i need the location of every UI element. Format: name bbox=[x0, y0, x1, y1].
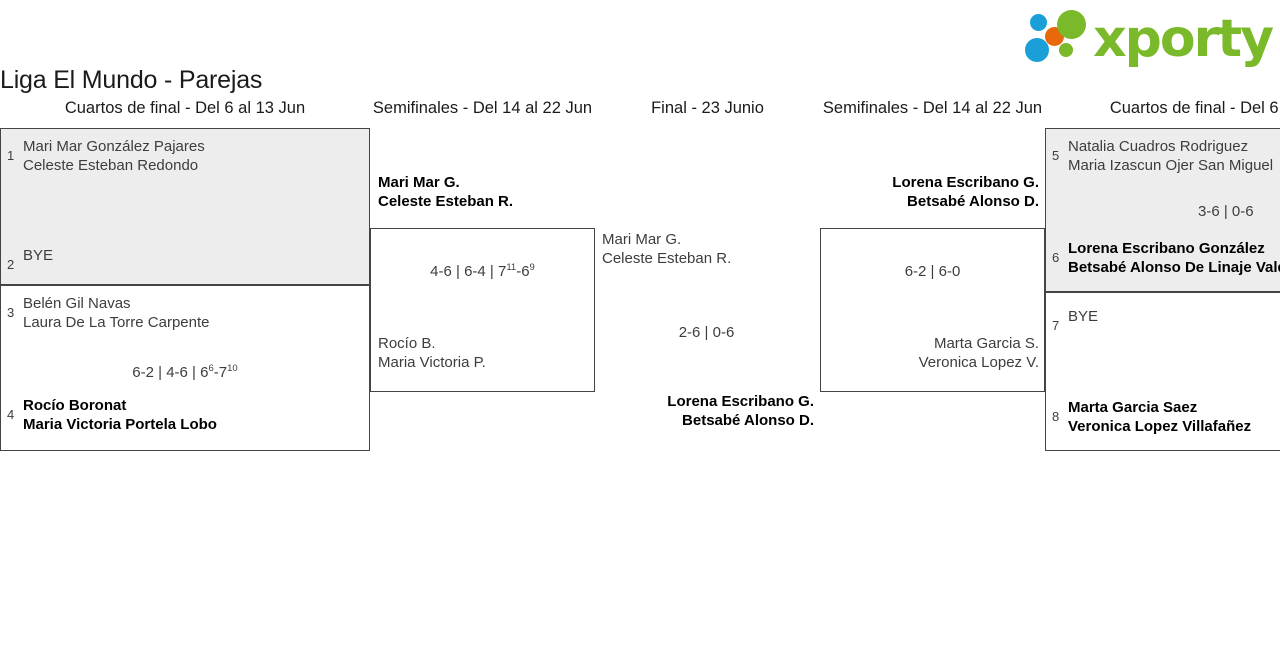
match-slot-top[interactable]: 3 Belén Gil Navas Laura De La Torre Carp… bbox=[7, 294, 357, 332]
team-names: Lorena Escribano G. Betsabé Alonso D. bbox=[892, 173, 1039, 211]
logo-wordmark: xporty bbox=[1093, 9, 1274, 69]
page-title-line-1: Liga El Mundo - Parejas bbox=[0, 66, 263, 94]
seed-number: 6 bbox=[1052, 250, 1060, 265]
match-slot-bottom[interactable]: Rocío B. Maria Victoria P. bbox=[378, 334, 588, 372]
player-name-1: BYE bbox=[1068, 308, 1099, 325]
round-header-quarterfinals-left: Cuartos de final - Del 6 al 13 Jun bbox=[64, 99, 306, 117]
match-quarterfinal-3[interactable]: 5 Natalia Cuadros Rodriguez Maria Izascu… bbox=[1045, 128, 1280, 292]
match-semifinal-2[interactable]: Lorena Escribano G. Betsabé Alonso D. 6-… bbox=[820, 174, 1045, 392]
match-score: 6-2 | 6-0 bbox=[904, 263, 961, 280]
match-quarterfinal-1[interactable]: 1 Mari Mar González Pajares Celeste Este… bbox=[0, 128, 370, 285]
seed-number: 5 bbox=[1052, 148, 1060, 163]
player-name-2: Celeste Esteban R. bbox=[602, 250, 732, 267]
player-name-2: Maria Victoria Portela Lobo bbox=[23, 416, 217, 433]
match-quarterfinal-4[interactable]: 7 BYE 8 Marta Garcia Saez Veronica Lopez… bbox=[1045, 292, 1280, 451]
player-name-2: Betsabé Alonso De Linaje Valdes bbox=[1068, 259, 1280, 276]
player-name-1: Marta Garcia S. bbox=[933, 335, 1039, 352]
match-slot-bottom[interactable]: 8 Marta Garcia Saez Veronica Lopez Villa… bbox=[1052, 398, 1280, 436]
player-name-1: Rocío Boronat bbox=[23, 397, 127, 414]
match-final[interactable]: Mari Mar G. Celeste Esteban R. 2-6 | 0-6… bbox=[595, 228, 820, 429]
match-slot-top[interactable]: 5 Natalia Cuadros Rodriguez Maria Izascu… bbox=[1052, 137, 1280, 175]
player-name-2: Maria Victoria P. bbox=[378, 354, 486, 371]
logo-dot-blue-large bbox=[1025, 38, 1050, 62]
match-slot-bottom[interactable]: 2 BYE bbox=[7, 246, 357, 274]
match-slot-bottom[interactable]: 4 Rocío Boronat Maria Victoria Portela L… bbox=[7, 396, 357, 434]
seed-number: 4 bbox=[7, 407, 15, 422]
player-name-2: Celeste Esteban Redondo bbox=[23, 157, 199, 174]
seed-number: 2 bbox=[7, 257, 15, 272]
team-names: Mari Mar González Pajares Celeste Esteba… bbox=[23, 137, 205, 175]
xporty-logo[interactable]: xporty bbox=[1023, 8, 1274, 70]
match-quarterfinal-2[interactable]: 3 Belén Gil Navas Laura De La Torre Carp… bbox=[0, 285, 370, 451]
logo-dot-green-large bbox=[1057, 10, 1087, 39]
logo-dots-icon bbox=[1023, 8, 1089, 70]
team-names: Rocío Boronat Maria Victoria Portela Lob… bbox=[23, 396, 217, 434]
player-name-2: Laura De La Torre Carpente bbox=[23, 314, 210, 331]
logo-dot-green-small bbox=[1059, 43, 1074, 57]
team-names: Rocío B. Maria Victoria P. bbox=[378, 334, 486, 372]
player-name-2: Veronica Lopez V. bbox=[918, 354, 1039, 371]
player-name-1: Lorena Escribano G. bbox=[892, 174, 1039, 191]
team-names: Marta Garcia Saez Veronica Lopez Villafa… bbox=[1068, 398, 1251, 436]
team-names: Lorena Escribano González Betsabé Alonso… bbox=[1068, 239, 1280, 277]
round-header-quarterfinals-right: Cuartos de final - Del 6 al 13 Jun bbox=[1109, 99, 1280, 117]
seed-number: 1 bbox=[7, 148, 15, 163]
match-slot-bottom[interactable]: Marta Garcia S. Veronica Lopez V. bbox=[821, 334, 1039, 372]
match-slot-top[interactable]: Lorena Escribano G. Betsabé Alonso D. bbox=[821, 173, 1039, 211]
player-name-2: Maria Izascun Ojer San Miguel bbox=[1068, 157, 1274, 174]
match-slot-top[interactable]: Mari Mar G. Celeste Esteban R. bbox=[602, 230, 812, 268]
match-slot-top[interactable]: Mari Mar G. Celeste Esteban R. bbox=[378, 173, 588, 211]
player-name-1: Natalia Cuadros Rodriguez bbox=[1068, 138, 1249, 155]
team-names: Belén Gil Navas Laura De La Torre Carpen… bbox=[23, 294, 210, 332]
seed-number: 3 bbox=[7, 305, 15, 320]
match-slot-top[interactable]: 1 Mari Mar González Pajares Celeste Este… bbox=[7, 137, 357, 175]
player-name-1: Mari Mar G. bbox=[378, 174, 460, 191]
round-header-semifinals-left: Semifinales - Del 14 al 22 Jun bbox=[372, 99, 593, 117]
team-names: Natalia Cuadros Rodriguez Maria Izascun … bbox=[1068, 137, 1273, 175]
player-name-1: Mari Mar González Pajares bbox=[23, 138, 205, 155]
match-slot-bottom[interactable]: 6 Lorena Escribano González Betsabé Alon… bbox=[1052, 239, 1280, 277]
seed-number: 8 bbox=[1052, 409, 1060, 424]
player-name-2: Betsabé Alonso D. bbox=[907, 193, 1039, 210]
player-name-2: Celeste Esteban R. bbox=[378, 193, 514, 210]
logo-dot-blue-small bbox=[1030, 14, 1048, 31]
match-slot-top[interactable]: 7 BYE bbox=[1052, 307, 1280, 335]
team-names: BYE bbox=[23, 246, 53, 265]
match-semifinal-1[interactable]: Mari Mar G. Celeste Esteban R. 4-6 | 6-4… bbox=[370, 174, 595, 392]
round-header-final: Final - 23 Junio bbox=[651, 99, 764, 117]
match-slot-bottom[interactable]: Lorena Escribano G. Betsabé Alonso D. bbox=[595, 392, 814, 430]
round-header-semifinals-right: Semifinales - Del 14 al 22 Jun bbox=[822, 99, 1043, 117]
seed-number: 7 bbox=[1052, 318, 1060, 333]
player-name-1: Rocío B. bbox=[378, 335, 436, 352]
player-name-1: Lorena Escribano G. bbox=[667, 393, 814, 410]
player-name-2: Veronica Lopez Villafañez bbox=[1068, 418, 1252, 435]
team-names: Marta Garcia S. Veronica Lopez V. bbox=[919, 334, 1039, 372]
player-name-1: Marta Garcia Saez bbox=[1068, 399, 1198, 416]
player-name-2: Betsabé Alonso D. bbox=[682, 412, 814, 429]
team-names: Mari Mar G. Celeste Esteban R. bbox=[602, 230, 731, 268]
match-score: 2-6 | 0-6 bbox=[678, 324, 735, 341]
match-score: 6-2 | 4-6 | 66-710 bbox=[132, 363, 238, 381]
team-names: Mari Mar G. Celeste Esteban R. bbox=[378, 173, 513, 211]
team-names: BYE bbox=[1068, 307, 1098, 326]
team-names: Lorena Escribano G. Betsabé Alonso D. bbox=[667, 392, 814, 430]
match-score: 4-6 | 6-4 | 711-69 bbox=[430, 262, 535, 280]
match-score: 3-6 | 0-6 bbox=[1198, 203, 1254, 220]
player-name-1: Mari Mar G. bbox=[602, 231, 682, 248]
player-name-1: Lorena Escribano González bbox=[1068, 240, 1265, 257]
player-name-1: Belén Gil Navas bbox=[23, 295, 131, 312]
player-name-1: BYE bbox=[23, 247, 54, 264]
